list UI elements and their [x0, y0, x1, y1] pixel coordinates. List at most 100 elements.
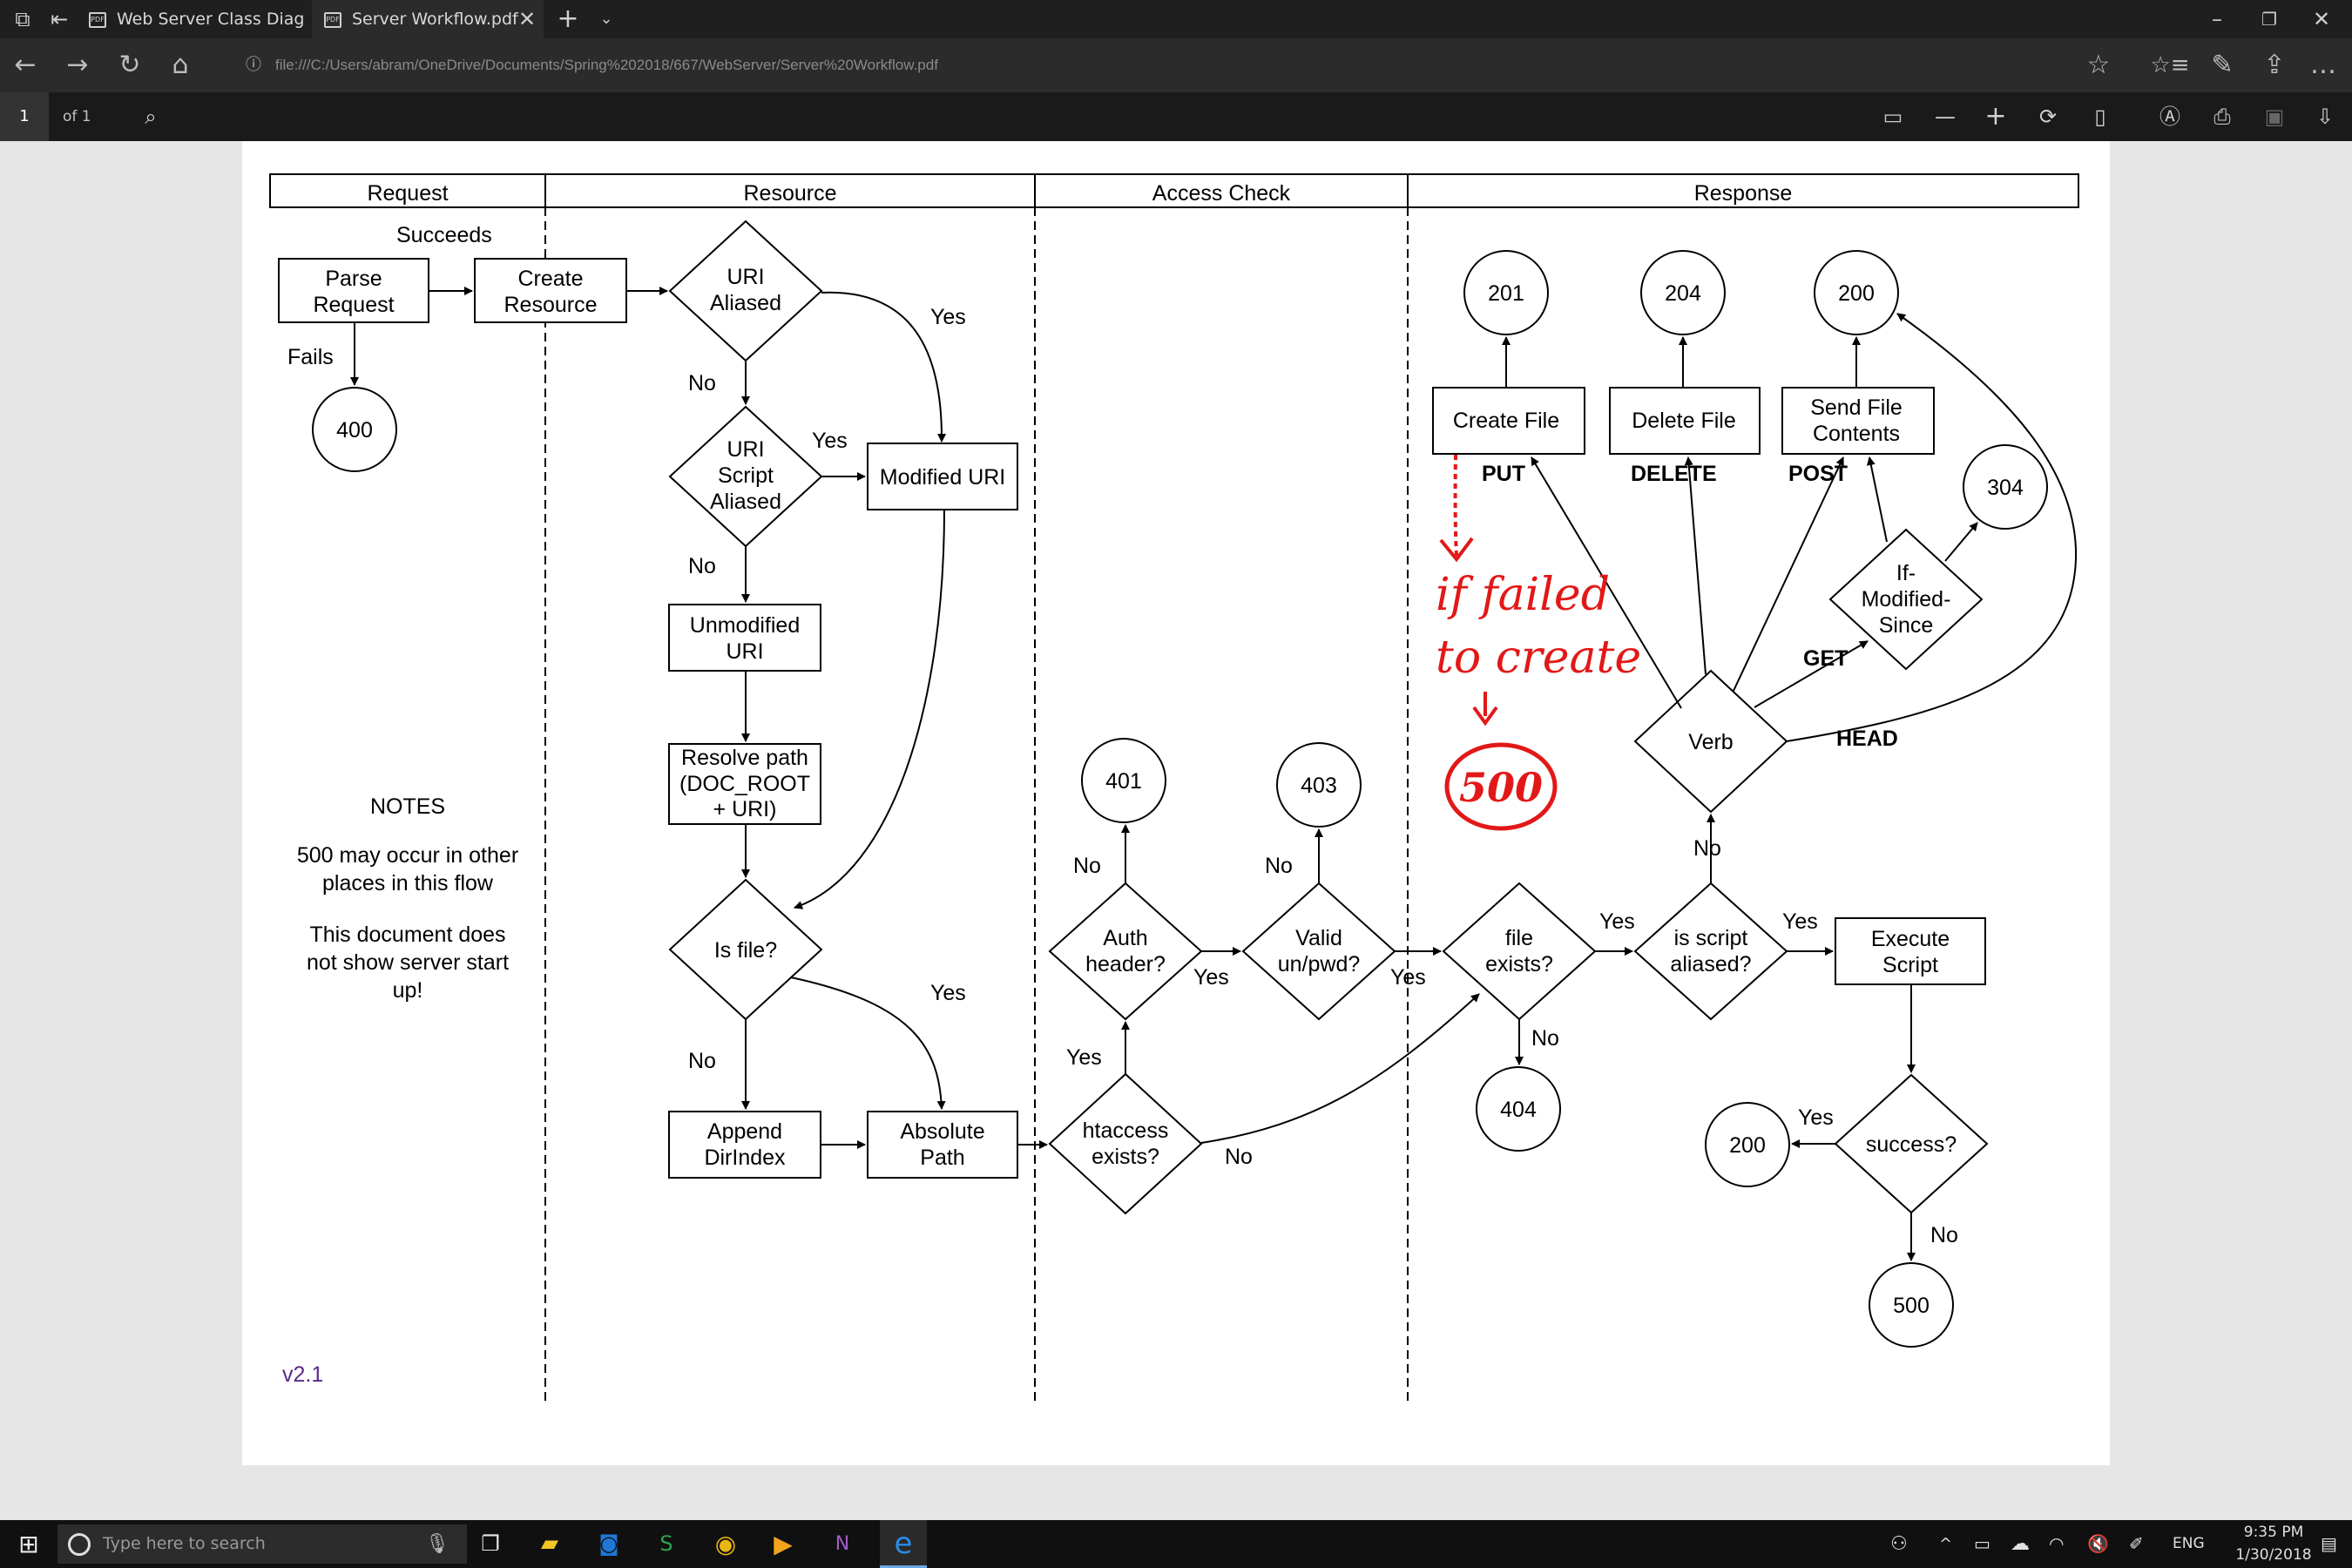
- page-count: of 1: [63, 108, 91, 125]
- node-text: Script: [1882, 953, 1938, 977]
- battery-icon[interactable]: ▭: [1974, 1533, 1990, 1554]
- home-icon[interactable]: ⌂: [172, 50, 189, 80]
- edge-label: Yes: [812, 429, 848, 453]
- edge-label: Yes: [1599, 909, 1635, 934]
- chrome-icon[interactable]: ◉: [714, 1530, 737, 1558]
- notes: NOTES 500 may occur in other places in t…: [297, 794, 518, 1003]
- close-tab-icon[interactable]: ✕: [517, 7, 537, 31]
- set-tabs-aside-icon[interactable]: ⇤: [50, 7, 69, 31]
- node-200-top: [1814, 250, 1899, 335]
- save-as-icon[interactable]: ⇩: [2315, 105, 2335, 129]
- status-code: 400: [336, 418, 373, 443]
- favorites-hub-icon[interactable]: ☆≡: [2150, 52, 2190, 78]
- search-icon[interactable]: ⌕: [145, 105, 157, 129]
- web-note-icon[interactable]: ✎: [2211, 50, 2234, 80]
- cortana-icon[interactable]: [68, 1533, 91, 1556]
- pen-icon[interactable]: ✐: [2129, 1533, 2144, 1554]
- outlook-icon[interactable]: ◙: [598, 1531, 619, 1556]
- node-delete-file: [1609, 387, 1761, 455]
- address-bar: [0, 38, 2352, 92]
- save-icon[interactable]: ▣: [2264, 105, 2285, 129]
- restore-icon[interactable]: ❐: [2261, 9, 2277, 30]
- node-401: [1081, 738, 1166, 823]
- new-tab-icon[interactable]: +: [557, 3, 579, 34]
- chevron-down-icon[interactable]: ⌄: [599, 10, 613, 28]
- edge-label: No: [1265, 854, 1293, 878]
- taskbar-search-input[interactable]: Type here to search: [57, 1524, 467, 1564]
- page-layout-icon[interactable]: ▯: [2094, 105, 2106, 129]
- edge-label: No: [688, 371, 716, 395]
- status-code: 304: [1987, 476, 2024, 500]
- tab-manager-icon[interactable]: ⧉: [15, 7, 30, 31]
- status-code: 404: [1500, 1098, 1537, 1122]
- node-unmodified-uri: [668, 604, 821, 672]
- node-text: Create: [517, 267, 583, 291]
- close-window-icon[interactable]: ✕: [2312, 7, 2331, 31]
- edge-label: No: [688, 1049, 716, 1073]
- node-304: [1963, 444, 2048, 530]
- notifications-icon[interactable]: ▤: [2321, 1533, 2337, 1554]
- zoom-out-icon[interactable]: —: [1935, 105, 1956, 129]
- people-icon[interactable]: ⚇: [1890, 1533, 1908, 1555]
- node-text: Script: [718, 463, 774, 488]
- forward-icon[interactable]: →: [66, 50, 89, 80]
- read-aloud-icon[interactable]: Ⓐ: [2159, 105, 2180, 129]
- node-text: header?: [1085, 952, 1166, 977]
- zoom-in-icon[interactable]: +: [1984, 101, 2007, 132]
- node-text: URI: [727, 265, 764, 289]
- clock-time[interactable]: 9:35 PM: [2243, 1524, 2304, 1541]
- info-icon[interactable]: ⓘ: [246, 56, 261, 74]
- clock-date[interactable]: 1/30/2018: [2235, 1546, 2312, 1564]
- node-404: [1476, 1066, 1561, 1152]
- fit-to-page-icon[interactable]: ▭: [1882, 105, 1903, 129]
- wifi-icon[interactable]: ◠: [2049, 1533, 2065, 1554]
- node-text: exists?: [1092, 1145, 1159, 1169]
- rotate-icon[interactable]: ⟳: [2038, 105, 2058, 129]
- node-text: Contents: [1813, 422, 1900, 446]
- microphone-icon[interactable]: 🎙: [425, 1533, 449, 1555]
- plex-icon[interactable]: ▶: [774, 1530, 793, 1558]
- node-201: [1463, 250, 1549, 335]
- notes-text: 500 may occur in other: [297, 843, 518, 868]
- onenote-icon[interactable]: N: [835, 1533, 850, 1555]
- node-text: aliased?: [1670, 952, 1751, 977]
- minimize-icon[interactable]: –: [2212, 7, 2222, 31]
- file-explorer-icon[interactable]: ▰: [541, 1531, 558, 1557]
- edge-label: HEAD: [1836, 727, 1898, 751]
- status-code: 200: [1729, 1133, 1766, 1158]
- lane-response: Response: [1694, 181, 1793, 206]
- chevron-up-icon[interactable]: ^: [1939, 1535, 1953, 1553]
- node-text: Resource: [504, 293, 598, 317]
- node-resolve-path: [668, 743, 821, 825]
- edge-icon[interactable]: e: [880, 1520, 927, 1568]
- onedrive-icon[interactable]: ☁: [2011, 1533, 2030, 1555]
- node-text: htaccess: [1083, 1119, 1169, 1143]
- node-text: Verb: [1688, 730, 1733, 754]
- back-icon[interactable]: ←: [14, 50, 37, 80]
- print-icon[interactable]: ⎙: [2213, 105, 2231, 129]
- edge-label: PUT: [1482, 462, 1525, 486]
- pdf-page: Request Resource Access Check Response: [242, 141, 2110, 1465]
- edge-label: Yes: [1390, 965, 1426, 990]
- windows-start-icon[interactable]: ⊞: [18, 1530, 39, 1558]
- sway-icon[interactable]: S: [659, 1531, 673, 1556]
- node-create-file: [1432, 387, 1585, 455]
- volume-muted-icon[interactable]: 🔇: [2087, 1533, 2109, 1554]
- favorite-star-icon[interactable]: ☆: [2086, 50, 2111, 80]
- node-text: DirIndex: [704, 1146, 786, 1170]
- more-icon[interactable]: …: [2310, 50, 2336, 80]
- status-code: 403: [1301, 774, 1337, 798]
- pdf-icon: PDF: [89, 11, 106, 28]
- share-icon[interactable]: ⇪: [2263, 50, 2286, 80]
- language-indicator[interactable]: ENG: [2173, 1535, 2205, 1552]
- node-valid-pwd: [1241, 882, 1396, 1021]
- task-view-icon[interactable]: ❐: [481, 1531, 500, 1556]
- pdf-viewer[interactable]: Request Resource Access Check Response: [0, 141, 2352, 1520]
- refresh-icon[interactable]: ↻: [118, 50, 141, 80]
- url-field[interactable]: file:///C:/Users/abram/OneDrive/Document…: [275, 57, 938, 73]
- page-number-input[interactable]: 1: [0, 92, 49, 141]
- node-text: Parse: [325, 267, 382, 291]
